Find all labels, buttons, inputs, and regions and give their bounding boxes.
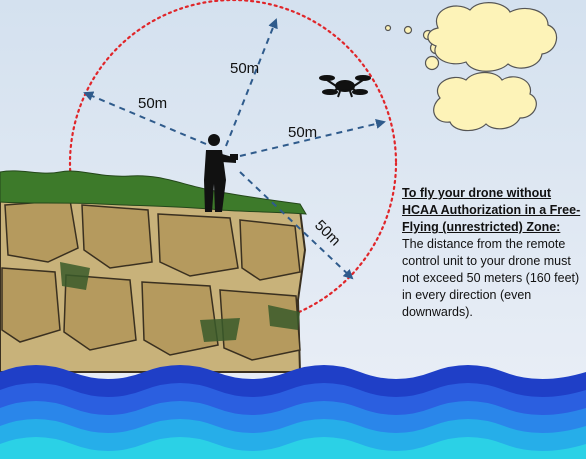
arrow-up: [225, 18, 278, 147]
distance-label-up-left: 50m: [138, 95, 167, 112]
info-text-block: To fly your drone without HCAA Authoriza…: [402, 185, 584, 321]
distance-label-right: 50m: [288, 124, 317, 141]
thought-cloud: [384, 2, 558, 132]
arrow-right: [239, 118, 386, 157]
arrow-down-right: [239, 171, 354, 280]
cliff: [0, 180, 307, 373]
grass: [0, 170, 307, 215]
distance-label-up: 50m: [230, 60, 259, 77]
distance-arrows: [83, 18, 386, 280]
info-heading: To fly your drone without HCAA Authoriza…: [402, 186, 581, 234]
sea: [0, 365, 586, 459]
drone-icon: [319, 75, 371, 98]
max-distance-circle: [68, 0, 398, 328]
info-body: The distance from the remote control uni…: [402, 237, 580, 319]
pilot-icon: [204, 134, 238, 212]
